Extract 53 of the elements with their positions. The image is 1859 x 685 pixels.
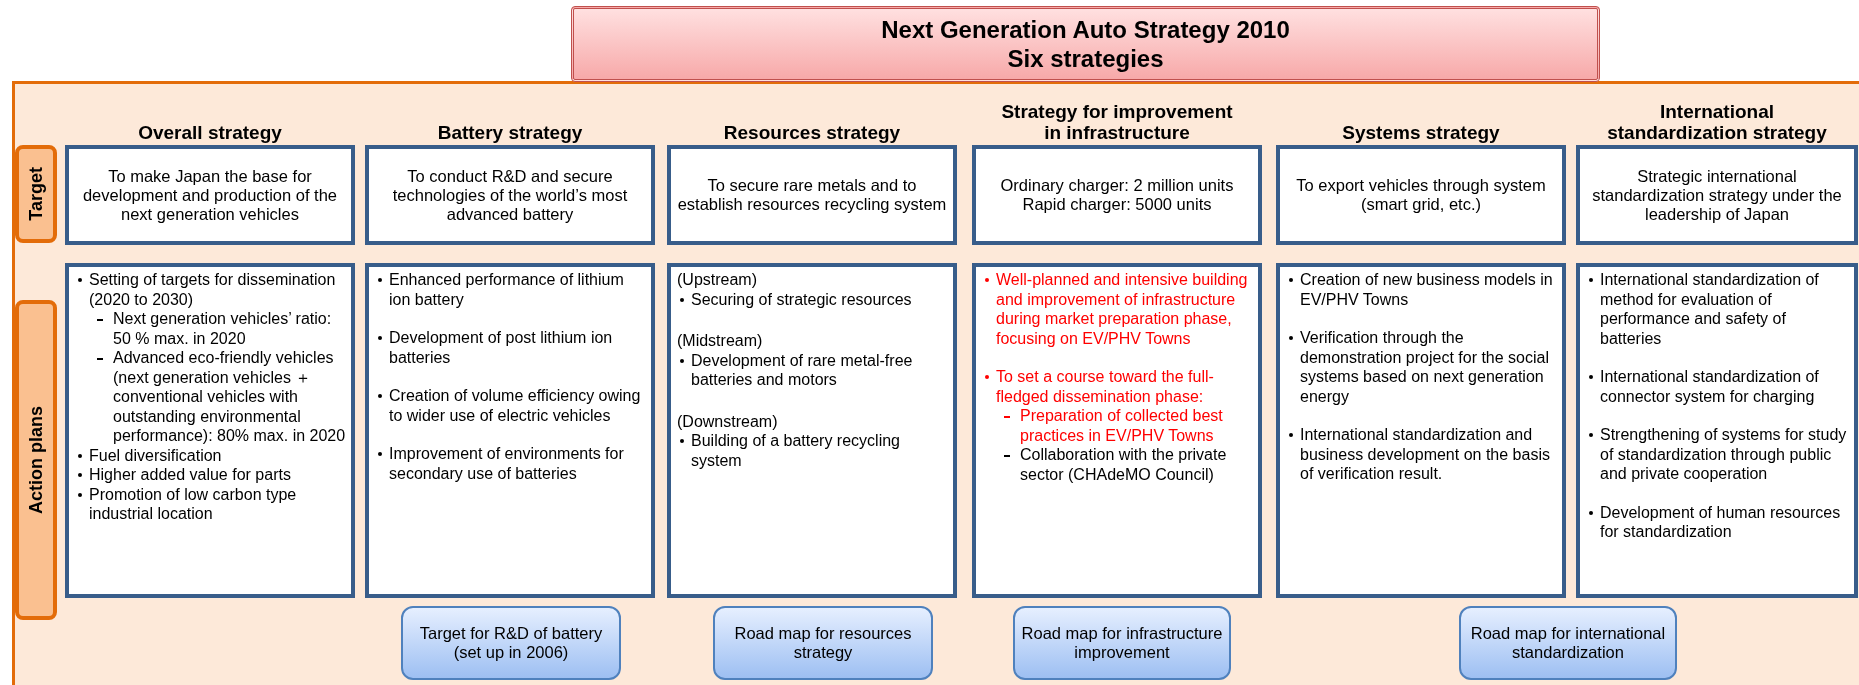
action-plan-box	[65, 263, 355, 598]
action-plan-box	[972, 263, 1262, 598]
list-item: Development of rare metal-free batteries and motors	[691, 350, 914, 390]
list-item: Enhanced performance of lithium ion battery	[389, 270, 625, 309]
list-item: Improvement of environments for secondary use of batteries	[389, 444, 625, 483]
roadmap-box: Road map for resources strategy	[713, 606, 933, 680]
list-item: Collaboration with the private sector (CHAdeMO Council)	[1020, 445, 1228, 484]
list-item: Higher added value for parts	[89, 465, 292, 485]
stream-heading: (Midstream)	[677, 331, 764, 351]
list-item: Fuel diversification	[89, 445, 223, 465]
target-box: To make Japan the base for development and production of the next generation vehicles	[65, 145, 355, 245]
roadmap-box: Target for R&D of battery (set up in 2006)	[401, 606, 621, 680]
column-heading: Strategy for improvement in infrastructure	[1000, 101, 1234, 143]
column-heading: Battery strategy	[436, 122, 584, 143]
list-item: Well-planned and intensive building and improvement of infrastructure during market preparation phase, focusing on EV/PHV Towns	[996, 270, 1249, 348]
strategy-panel	[12, 81, 1859, 685]
column-heading: Overall strategy	[137, 122, 283, 143]
column-heading: International standardization strategy	[1606, 101, 1828, 143]
list-item: Setting of targets for dissemination (2020 to 2030)	[89, 270, 337, 309]
list-item: International standardization of connector system for charging	[1600, 367, 1820, 406]
list-item: Development of post lithium ion batteries	[389, 328, 614, 367]
roadmap-box: Road map for infrastructure improvement	[1013, 606, 1231, 680]
stream-heading: (Downstream)	[677, 411, 779, 431]
action-plan-box	[365, 263, 655, 598]
target-box: To secure rare metals and to establish resources recycling system	[667, 145, 957, 245]
column-heading: Systems strategy	[1341, 122, 1501, 143]
list-item: Advanced eco-friendly vehicles (next generation vehicles ＋ conventional vehicles with outstanding environmental performance): 80% max. in 2020	[113, 348, 347, 446]
action-plan-box	[667, 263, 957, 598]
target-box: To conduct R&D and secure technologies of the world’s most advanced battery	[365, 145, 655, 245]
list-item: Preparation of collected best practices in EV/PHV Towns	[1020, 406, 1224, 445]
title-banner: Next Generation Auto Strategy 2010 Six strategies	[571, 6, 1600, 82]
list-item: Securing of strategic resources	[691, 289, 913, 309]
row-header-tab: Target	[15, 145, 57, 243]
list-item: Creation of volume efficiency owing to wider use of electric vehicles	[389, 386, 642, 425]
action-plan-box	[1576, 263, 1858, 598]
list-item: Building of a battery recycling system	[691, 431, 901, 470]
list-item: Development of human resources for standardization	[1600, 502, 1842, 542]
list-item: International standardization of method for evaluation of performance and safety of batteries	[1600, 270, 1820, 348]
stream-heading: (Upstream)	[677, 270, 758, 290]
column-heading: Resources strategy	[722, 122, 902, 143]
list-item: Promotion of low carbon type industrial location	[89, 484, 298, 524]
target-box: To export vehicles through system (smart grid, etc.)	[1276, 145, 1566, 245]
list-item: To set a course toward the full-fledged dissemination phase:	[996, 367, 1215, 406]
row-header-tab: Action plans	[15, 300, 57, 620]
list-item: Creation of new business models in EV/PHV Towns	[1300, 270, 1554, 309]
roadmap-box: Road map for international standardization	[1459, 606, 1677, 680]
action-plan-box	[1276, 263, 1566, 598]
list-item: Verification through the demonstration project for the social systems based on next generation energy	[1300, 328, 1550, 406]
target-box: Ordinary charger: 2 million units Rapid charger: 5000 units	[972, 145, 1262, 245]
target-box: Strategic international standardization strategy under the leadership of Japan	[1576, 145, 1858, 245]
list-item: International standardization and business development on the basis of verification result.	[1300, 425, 1551, 484]
list-item: Next generation vehicles’ ratio: 50 % max. in 2020	[113, 309, 333, 348]
list-item: Strengthening of systems for study of standardization through public and private cooperation	[1600, 425, 1848, 484]
